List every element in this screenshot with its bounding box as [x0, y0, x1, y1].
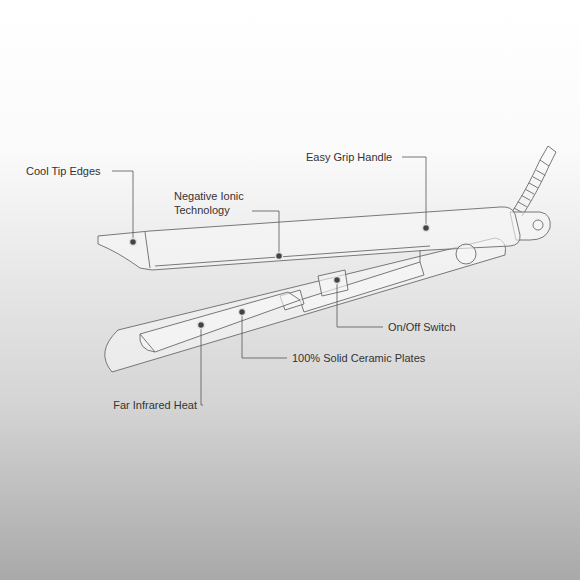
callout-dot	[334, 277, 341, 284]
callout-dot	[130, 239, 137, 246]
leader-line	[201, 329, 203, 405]
callout-label: Easy Grip Handle	[306, 150, 392, 164]
callout-label: 100% Solid Ceramic Plates	[292, 351, 425, 365]
callout-label: On/Off Switch	[388, 320, 456, 334]
leader-line	[242, 316, 287, 358]
cord-rib	[518, 202, 527, 207]
callout-dot	[276, 253, 283, 260]
cord-rib	[536, 170, 545, 175]
leader-line	[337, 284, 383, 327]
leader-line	[252, 211, 279, 252]
callout-dot	[239, 309, 246, 316]
callout-dots	[130, 225, 430, 329]
cord-rib	[521, 195, 530, 200]
leader-line	[112, 171, 133, 238]
leader-lines	[112, 157, 426, 405]
callout-dot	[198, 322, 205, 329]
straightener-body	[98, 146, 556, 372]
cord-rib	[529, 183, 538, 188]
cord-rib	[525, 189, 534, 194]
callout-label: Far Infrared Heat	[113, 398, 197, 412]
callout-dot	[423, 225, 430, 232]
cord-rib	[533, 177, 542, 182]
leader-line	[402, 157, 426, 224]
callout-label: Cool Tip Edges	[26, 164, 101, 178]
callout-label: Negative Ionic Technology	[174, 189, 264, 217]
